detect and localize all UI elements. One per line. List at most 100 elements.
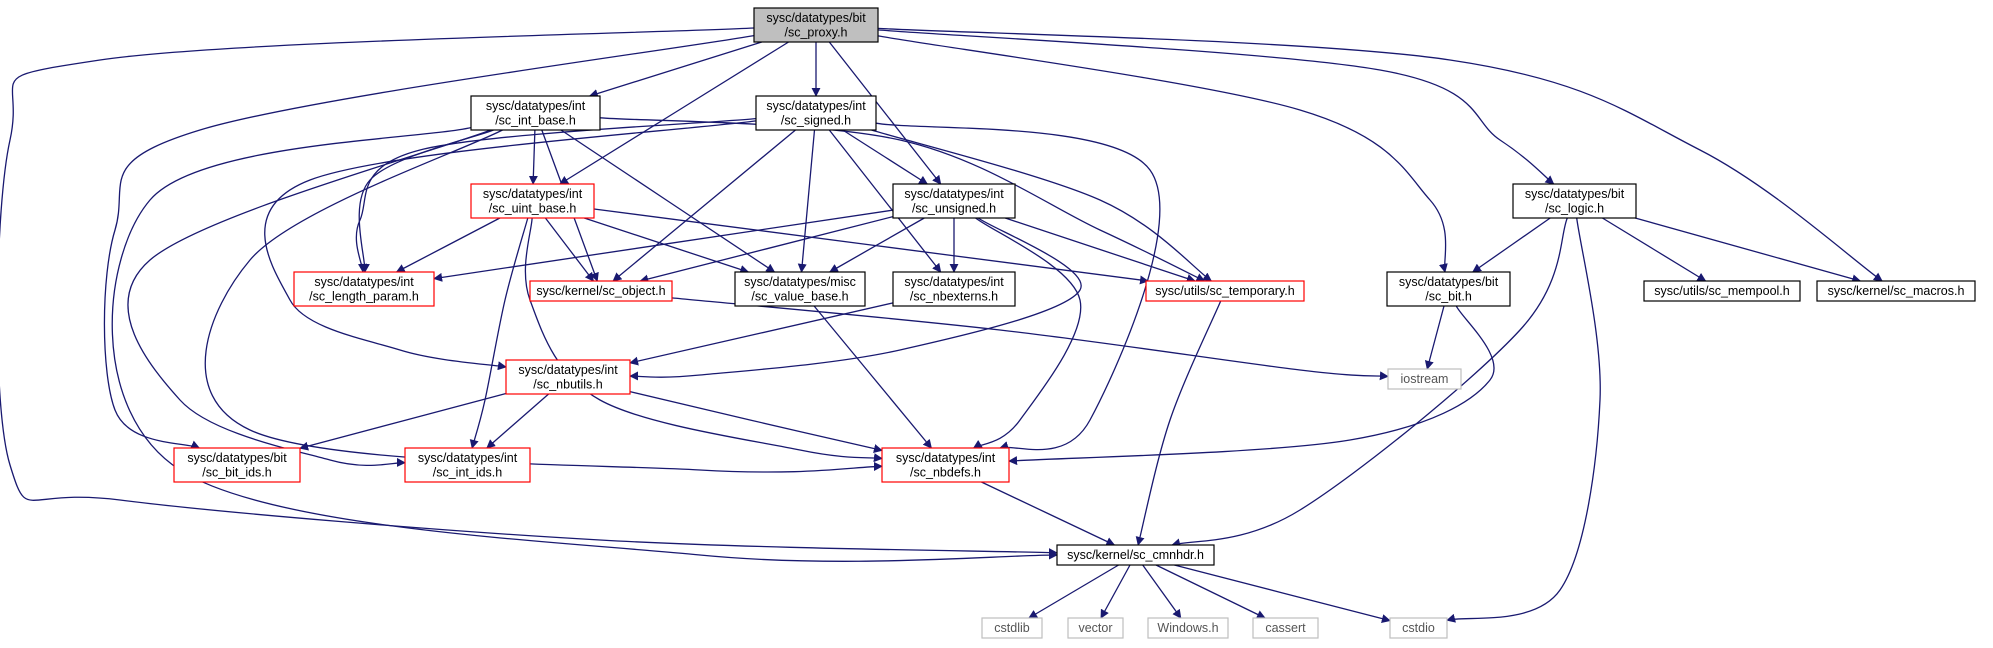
- node-label-line: /sc_int_base.h: [495, 113, 576, 127]
- node-windows: Windows.h: [1147, 617, 1229, 639]
- edge-sc-int-base-to-sc-uint-base: [528, 129, 538, 185]
- node-label-line: /sc_nbexterns.h: [910, 289, 998, 303]
- node-box: [470, 183, 595, 219]
- node-box: [734, 271, 866, 307]
- edge-sc-unsigned-to-sc-nbutils: [629, 217, 1082, 381]
- node-label-line: /sc_unsigned.h: [912, 201, 996, 215]
- node-box: [881, 447, 1010, 483]
- node-label-line: sysc/utils/sc_temporary.h: [1155, 284, 1294, 298]
- node-label-line: vector: [1078, 621, 1112, 635]
- node-sc-logic[interactable]: sysc/datatypes/bit/sc_logic.h: [1512, 183, 1637, 219]
- node-vector: vector: [1067, 617, 1124, 639]
- node-box: [753, 7, 879, 43]
- node-sc-macros[interactable]: sysc/kernel/sc_macros.h: [1816, 280, 1976, 302]
- node-sc-nbutils[interactable]: sysc/datatypes/int/sc_nbutils.h: [505, 359, 631, 395]
- node-box: [892, 183, 1016, 219]
- node-label-line: sysc/kernel/sc_macros.h: [1828, 284, 1965, 298]
- node-label-line: sysc/kernel/sc_object.h: [536, 284, 665, 298]
- node-label-line: sysc/utils/sc_mempool.h: [1654, 284, 1790, 298]
- edge-sc-logic-to-sc-bit: [1472, 217, 1551, 273]
- node-label-line: /sc_length_param.h: [309, 289, 419, 303]
- node-iostream: iostream: [1387, 368, 1462, 390]
- node-label-line: sysc/datatypes/int: [904, 275, 1004, 289]
- node-label-line: /sc_signed.h: [781, 113, 851, 127]
- node-box: [1389, 617, 1448, 639]
- node-sc-value-base[interactable]: sysc/datatypes/misc/sc_value_base.h: [734, 271, 866, 307]
- node-label-line: sysc/datatypes/int: [904, 187, 1004, 201]
- edge-sc-cmnhdr-to-cassert: [1155, 564, 1266, 619]
- edge-sc-signed-to-sc-value-base: [797, 129, 816, 273]
- node-sc-int-ids[interactable]: sysc/datatypes/int/sc_int_ids.h: [404, 447, 531, 483]
- node-label-line: sysc/datatypes/bit: [1399, 275, 1499, 289]
- node-box: [1252, 617, 1319, 639]
- node-label-line: /sc_nbdefs.h: [910, 465, 981, 479]
- node-label-line: /sc_logic.h: [1545, 201, 1604, 215]
- edge-sc-proxy-to-sc-unsigned: [828, 41, 942, 185]
- node-box: [1067, 617, 1124, 639]
- node-label-line: sysc/datatypes/int: [418, 451, 518, 465]
- edge-sc-temporary-to-sc-cmnhdr: [1135, 300, 1222, 546]
- node-label-line: sysc/datatypes/bit: [1525, 187, 1625, 201]
- node-sc-bit[interactable]: sysc/datatypes/bit/sc_bit.h: [1386, 271, 1511, 307]
- edge-sc-uint-base-to-sc-temporary: [593, 208, 1149, 285]
- node-label-line: Windows.h: [1157, 621, 1218, 635]
- edge-sc-signed-to-sc-unsigned: [842, 129, 929, 185]
- node-label-line: sysc/datatypes/int: [486, 99, 586, 113]
- edge-sc-nbdefs-to-sc-cmnhdr: [981, 481, 1116, 546]
- node-cassert: cassert: [1252, 617, 1319, 639]
- node-box: [505, 359, 631, 395]
- edge-sc-logic-to-sc-macros: [1635, 217, 1862, 284]
- node-label-line: sysc/datatypes/int: [483, 187, 583, 201]
- node-sc-uint-base[interactable]: sysc/datatypes/int/sc_uint_base.h: [470, 183, 595, 219]
- edge-sc-uint-base-to-sc-nbdefs: [524, 217, 883, 463]
- edge-sc-logic-to-sc-mempool: [1602, 217, 1707, 282]
- node-label-line: /sc_int_ids.h: [433, 465, 503, 479]
- edge-sc-bit-to-sc-nbdefs: [1008, 305, 1495, 466]
- node-box: [529, 280, 673, 302]
- node-cstdio: cstdio: [1389, 617, 1448, 639]
- node-sc-signed[interactable]: sysc/datatypes/int/sc_signed.h: [755, 95, 877, 131]
- edge-sc-signed-to-sc-object: [612, 129, 796, 282]
- edge-sc-object-to-iostream: [671, 297, 1389, 381]
- node-label-line: /sc_uint_base.h: [489, 201, 577, 215]
- edge-sc-proxy-to-sc-logic: [877, 29, 1555, 185]
- node-box: [1643, 280, 1801, 302]
- edge-sc-proxy-to-sc-bit: [877, 35, 1448, 273]
- edge-sc-proxy-to-sc-int-base: [588, 41, 762, 98]
- edge-sc-proxy-to-sc-uint-base: [559, 41, 789, 185]
- node-sc-nbexterns[interactable]: sysc/datatypes/int/sc_nbexterns.h: [892, 271, 1016, 307]
- edge-sc-nbutils-to-sc-int-ids: [486, 393, 550, 449]
- node-sc-object[interactable]: sysc/kernel/sc_object.h: [529, 280, 673, 302]
- edge-sc-signed-to-sc-length-param: [355, 117, 757, 273]
- node-box: [293, 271, 435, 307]
- node-box: [1387, 368, 1462, 390]
- node-box: [1512, 183, 1637, 219]
- edge-sc-unsigned-to-sc-object: [639, 215, 894, 284]
- edge-sc-unsigned-to-sc-temporary: [1004, 217, 1196, 283]
- node-sc-mempool[interactable]: sysc/utils/sc_mempool.h: [1643, 280, 1801, 302]
- node-sc-unsigned[interactable]: sysc/datatypes/int/sc_unsigned.h: [892, 183, 1016, 219]
- node-label-line: /sc_value_base.h: [751, 289, 848, 303]
- node-box: [173, 447, 301, 483]
- edge-sc-proxy-to-sc-cmnhdr: [0, 27, 1058, 558]
- node-sc-bit-ids[interactable]: sysc/datatypes/bit/sc_bit_ids.h: [173, 447, 301, 483]
- node-sc-int-base[interactable]: sysc/datatypes/int/sc_int_base.h: [470, 95, 601, 131]
- node-label-line: sysc/datatypes/bit: [766, 11, 866, 25]
- node-label-line: cstdio: [1402, 621, 1435, 635]
- node-box: [1056, 544, 1215, 566]
- node-sc-length-param[interactable]: sysc/datatypes/int/sc_length_param.h: [293, 271, 435, 307]
- edge-sc-int-base-to-sc-int-ids: [127, 129, 492, 467]
- node-sc-nbdefs[interactable]: sysc/datatypes/int/sc_nbdefs.h: [881, 447, 1010, 483]
- node-sc-temporary[interactable]: sysc/utils/sc_temporary.h: [1145, 280, 1305, 302]
- node-label-line: sysc/kernel/sc_cmnhdr.h: [1067, 548, 1204, 562]
- node-sc-proxy[interactable]: sysc/datatypes/bit/sc_proxy.h: [753, 7, 879, 43]
- node-box: [981, 617, 1043, 639]
- node-label-line: cassert: [1265, 621, 1306, 635]
- node-label-line: /sc_nbutils.h: [533, 377, 603, 391]
- edge-sc-logic-to-sc-cmnhdr: [1171, 217, 1568, 548]
- edge-sc-proxy-to-sc-bit-ids: [103, 34, 755, 449]
- edge-sc-unsigned-to-sc-nbdefs: [972, 217, 1082, 449]
- node-sc-cmnhdr[interactable]: sysc/kernel/sc_cmnhdr.h: [1056, 544, 1215, 566]
- node-box: [1816, 280, 1976, 302]
